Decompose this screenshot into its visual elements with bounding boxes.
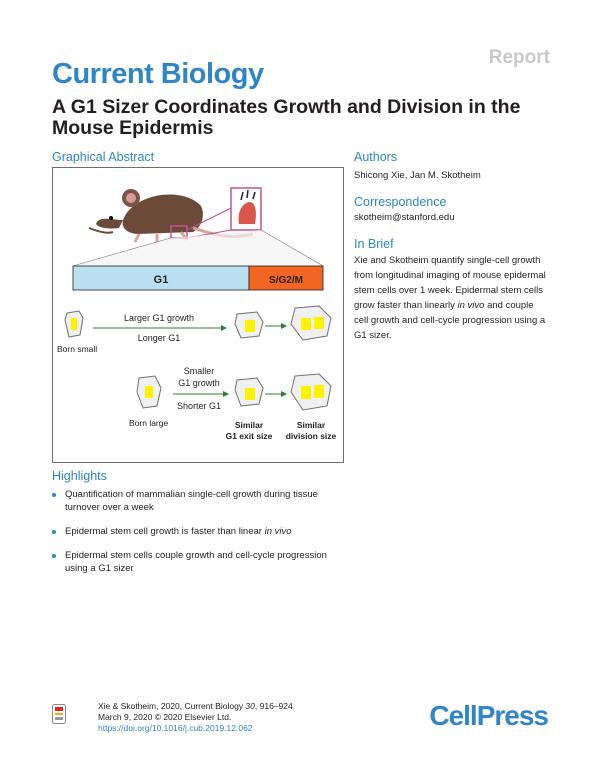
sg2m-label: S/G2/M	[269, 275, 303, 286]
in-brief-italic: in vivo	[457, 300, 485, 311]
born-small-label: Born small	[57, 344, 97, 354]
row2-top-label-line1: Smaller	[184, 366, 215, 376]
highlight-2-italic: in vivo	[264, 526, 292, 537]
zoom-frame-large	[230, 187, 262, 231]
citation-footer: Xie & Skotheim, 2020, Current Biology 30…	[98, 701, 293, 734]
citation-volume: 30	[245, 701, 255, 711]
citation-pages: , 916–924	[254, 701, 293, 711]
col1-label-line2: G1 exit size	[226, 431, 273, 441]
row1-top-label: Larger G1 growth	[124, 313, 194, 323]
sg2m-phase-bar	[248, 265, 324, 291]
highlights-list: Quantification of mammalian single-cell …	[52, 488, 352, 586]
graphical-abstract-heading: Graphical Abstract	[52, 150, 155, 164]
check-for-updates-icon[interactable]	[52, 704, 66, 724]
g1-phase-bar	[72, 265, 250, 291]
doi-link[interactable]: https://doi.org/10.1016/j.cub.2019.12.06…	[98, 723, 253, 733]
highlights-heading: Highlights	[52, 469, 107, 483]
cell-born-small	[64, 310, 84, 338]
row2-top-label-line2: G1 growth	[178, 378, 220, 388]
highlight-item-3: Epidermal stem cells couple growth and c…	[52, 549, 352, 575]
g1-label: G1	[154, 274, 169, 286]
cellpress-press: Press	[476, 700, 549, 731]
publication-date: March 9, 2020 © 2020 Elsevier Ltd.	[98, 712, 232, 722]
in-brief-heading: In Brief	[354, 237, 394, 251]
cell-g1-exit-row1	[234, 311, 264, 339]
cellpress-logo[interactable]: CellPress	[429, 700, 549, 732]
citation-line: Xie & Skotheim, 2020, Current Biology 30…	[98, 701, 293, 712]
cell-born-large	[136, 375, 162, 409]
citation-text: Xie & Skotheim, 2020, Current Biology	[98, 701, 246, 711]
cell-division-row2	[290, 373, 332, 411]
article-type: Report	[488, 47, 550, 68]
article-title: A G1 Sizer Coordinates Growth and Divisi…	[52, 96, 521, 139]
cell-g1-exit-row2	[234, 377, 264, 407]
in-brief-part3: and couple cell growth and cell-cycle pr…	[354, 300, 546, 341]
mouse-illustration	[88, 189, 254, 243]
col1-label-line1: Similar	[235, 420, 264, 430]
graphical-abstract-svg: G1 S/G2/M Born small Larger G1 growth Lo…	[57, 187, 337, 441]
row1-bottom-label: Longer G1	[138, 333, 181, 343]
in-brief-text: Xie and Skotheim quantify single-cell gr…	[354, 253, 550, 343]
paw-detail	[238, 202, 256, 224]
col2-label-line2: division size	[286, 431, 337, 441]
born-large-label: Born large	[129, 418, 168, 428]
author-names[interactable]: Shicong Xie, Jan M. Skotheim	[354, 170, 481, 181]
highlight-2-text: Epidermal stem cell growth is faster tha…	[65, 526, 265, 537]
highlight-item-2: Epidermal stem cell growth is faster tha…	[52, 525, 352, 538]
graphical-abstract-figure: G1 S/G2/M Born small Larger G1 growth Lo…	[52, 167, 344, 463]
in-brief-part1: Xie and Skotheim quantify single-cell gr…	[354, 255, 546, 311]
highlight-item-1: Quantification of mammalian single-cell …	[52, 488, 352, 514]
journal-name[interactable]: Current Biology	[52, 58, 264, 90]
row2-bottom-label: Shorter G1	[177, 401, 221, 411]
col2-label-line1: Similar	[297, 420, 326, 430]
cell-division-row1	[290, 305, 332, 341]
correspondence-heading: Correspondence	[354, 195, 447, 209]
correspondence-email[interactable]: skotheim@stanford.edu	[354, 212, 455, 223]
cellpress-cell: Cell	[429, 700, 477, 731]
authors-heading: Authors	[354, 150, 398, 164]
